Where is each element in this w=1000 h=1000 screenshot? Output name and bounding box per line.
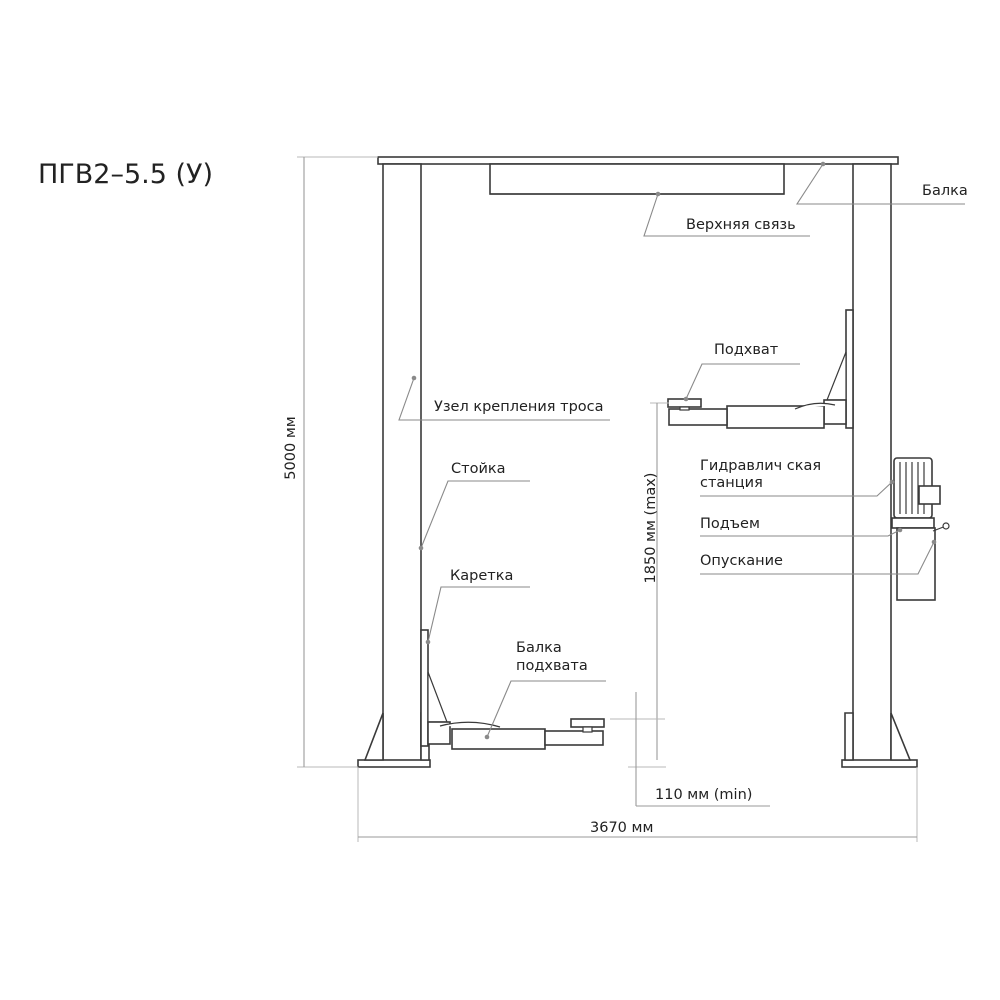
label-hydraulic-line1: Гидравлич ская [700, 458, 821, 474]
left-lift-pad [570, 718, 605, 728]
leader-lines [398, 161, 965, 740]
label-lower: Опускание [700, 553, 783, 569]
lift-structure [357, 156, 950, 768]
label-arm: Подхват [714, 342, 779, 358]
left-gusset [363, 712, 384, 761]
right-base-plate [841, 759, 918, 768]
right-arm-beam [726, 405, 825, 429]
hydraulic-station [891, 457, 950, 601]
right-post [852, 163, 892, 765]
top-link [489, 163, 785, 195]
hydraulic-tank [896, 527, 936, 601]
left-arm-beam [451, 728, 546, 750]
right-carriage [845, 309, 854, 429]
dim-lift-min-label: 110 мм (min) [655, 787, 752, 803]
label-cable-mount: Узел крепления троса [434, 399, 604, 415]
left-carriage [420, 629, 429, 747]
label-arm-beam-line2: подхвата [516, 658, 588, 674]
dim-lift-max-label: 1850 мм (max) [643, 473, 659, 584]
label-carriage: Каретка [450, 568, 513, 584]
label-beam: Балка [922, 183, 968, 199]
dimension-labels: 5000 мм 1850 мм (max) 110 мм (min) 3670 … [283, 416, 752, 836]
right-arm-extension [668, 408, 728, 426]
diagram-title: ПГВ2–5.5 (У) [38, 159, 213, 190]
dimension-lines [297, 156, 918, 842]
part-labels: Балка Верхняя связь Подхват Узел креплен… [434, 183, 968, 674]
dim-height-label: 5000 мм [283, 416, 299, 479]
label-top-link: Верхняя связь [686, 217, 796, 233]
label-raise: Подъем [700, 516, 760, 532]
left-post [382, 163, 422, 765]
left-base-plate [357, 759, 431, 768]
dim-width-label: 3670 мм [590, 820, 653, 836]
left-arm-extension [544, 730, 604, 746]
label-arm-beam-line1: Балка [516, 640, 562, 656]
right-gusset [890, 712, 912, 761]
label-post: Стойка [451, 461, 506, 477]
label-hydraulic-line2: станция [700, 475, 763, 491]
top-beam [377, 156, 899, 165]
